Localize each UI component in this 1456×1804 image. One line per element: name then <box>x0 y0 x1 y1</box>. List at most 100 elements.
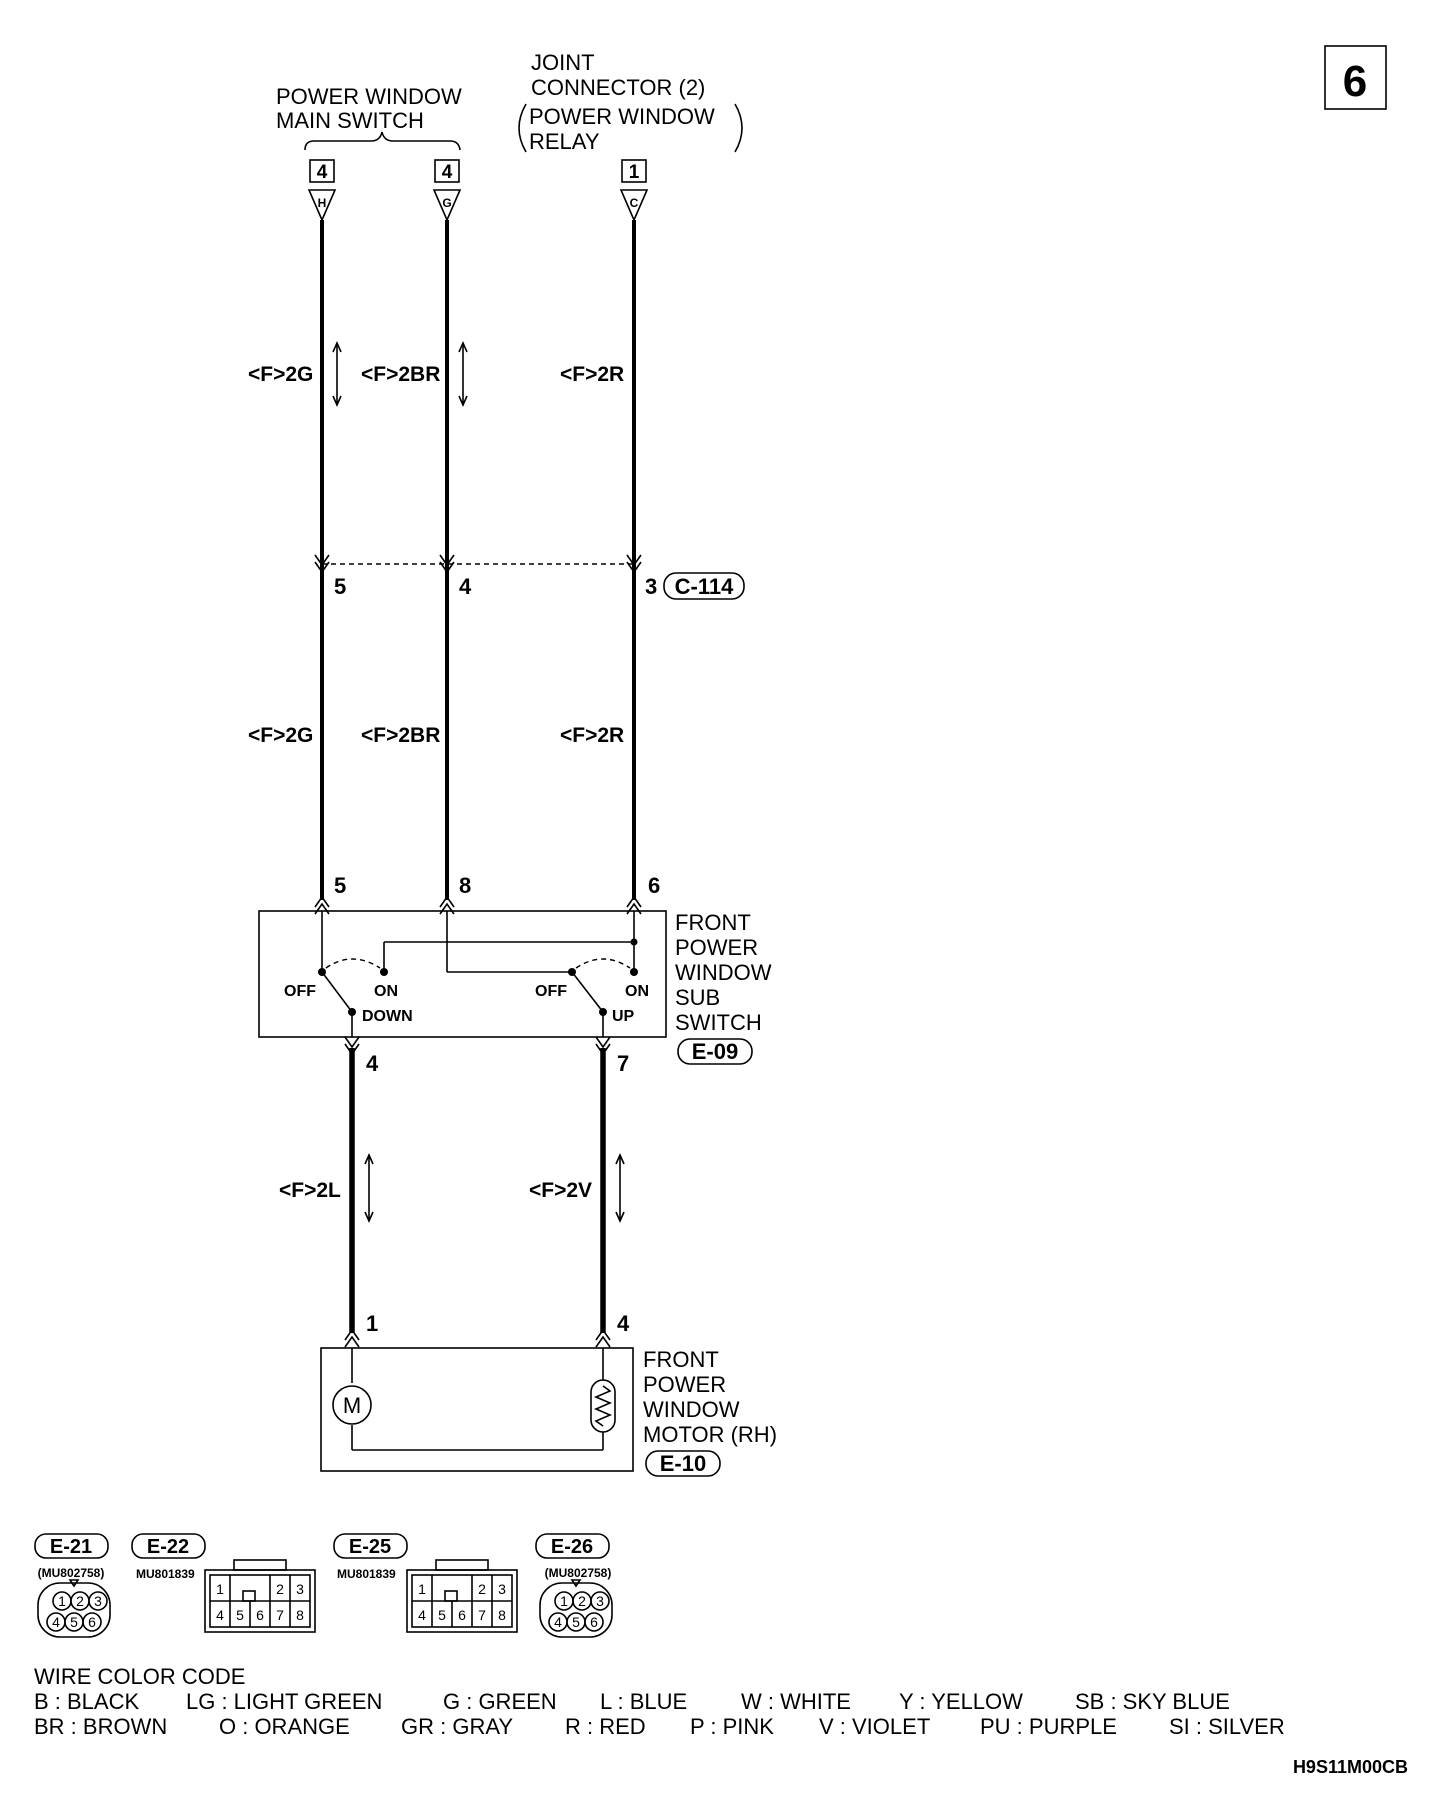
color-code-b: B : BLACK <box>34 1689 139 1714</box>
page-number-box: 6 <box>1324 45 1387 110</box>
double-arrow-upper-mid <box>458 341 468 407</box>
motor-pin-1: 1 <box>366 1311 378 1336</box>
color-code-pu: PU : PURPLE <box>980 1714 1117 1739</box>
main-switch-label-line2: MAIN SWITCH <box>276 108 424 133</box>
wire-label-upper-2br: <F>2BR <box>361 363 440 386</box>
switch-pin-6: 6 <box>648 873 660 898</box>
connector-view-e22: E-22 MU801839 1 2 3 4 5 6 7 8 <box>131 1533 316 1633</box>
switch-bottom-connector-arrows <box>344 1036 611 1056</box>
motor-symbol-letter: M <box>343 1393 361 1418</box>
wire-label-mid-2r: <F>2R <box>560 724 624 747</box>
sub-switch-right-dir: UP <box>612 1008 635 1025</box>
connector-view-e25: E-25 MU801839 1 2 3 4 5 6 7 8 <box>333 1533 518 1633</box>
diagram-code: H9S11M00CB <box>1293 1757 1408 1777</box>
e21-pin-4: 4 <box>52 1614 60 1630</box>
e25-pin-3: 3 <box>498 1581 506 1597</box>
sub-switch-label-line5: SWITCH <box>675 1010 762 1035</box>
connector-e26-id: E-26 <box>551 1536 593 1558</box>
e25-pin-5: 5 <box>438 1607 446 1623</box>
junction-connector-c114: 5 4 3 C-114 <box>314 554 745 600</box>
color-code-si: SI : SILVER <box>1169 1714 1285 1739</box>
e21-pin-2: 2 <box>76 1593 84 1609</box>
wire-label-lower-2v: <F>2V <box>529 1179 592 1202</box>
e22-pin-7: 7 <box>276 1607 284 1623</box>
upper-wires <box>320 220 636 900</box>
terminal-h: 4 H <box>307 159 337 223</box>
main-switch-label-line1: POWER WINDOW <box>276 84 462 109</box>
joint-label-paren-left <box>518 103 527 153</box>
wire-label-mid-2g: <F>2G <box>248 724 313 747</box>
terminal-h-letter: H <box>318 196 327 210</box>
switch-pin-4: 4 <box>366 1051 379 1076</box>
sub-switch-label-line4: SUB <box>675 985 720 1010</box>
connector-e21-part: (MU802758) <box>38 1566 105 1580</box>
motor-label-line2: POWER <box>643 1372 726 1397</box>
e22-pin-5: 5 <box>236 1607 244 1623</box>
page-number: 6 <box>1343 57 1367 106</box>
wire-color-code-title: WIRE COLOR CODE <box>34 1664 245 1689</box>
e25-pin-6: 6 <box>458 1607 466 1623</box>
main-switch-brace <box>304 131 461 151</box>
color-code-g: G : GREEN <box>443 1689 557 1714</box>
terminal-h-number: 4 <box>317 162 328 183</box>
e22-pin-8: 8 <box>296 1607 304 1623</box>
e22-pin-6: 6 <box>256 1607 264 1623</box>
connector-view-e21: E-21 (MU802758) 1 2 3 4 5 6 <box>34 1533 111 1638</box>
motor-box <box>320 1347 634 1472</box>
connector-e22-part: MU801839 <box>136 1567 195 1581</box>
sub-switch-right-off: OFF <box>535 983 567 1000</box>
e22-pin-3: 3 <box>296 1581 304 1597</box>
switch-pin-5: 5 <box>334 873 346 898</box>
connector-e25-id: E-25 <box>349 1536 391 1558</box>
sub-switch-left-off: OFF <box>284 983 316 1000</box>
junction-pin-5: 5 <box>334 574 346 599</box>
motor-label-line1: FRONT <box>643 1347 719 1372</box>
e26-pin-1: 1 <box>560 1593 568 1609</box>
motor-connector-id: E-10 <box>660 1451 706 1476</box>
wire-label-upper-2r: <F>2R <box>560 363 624 386</box>
sub-switch-label-line3: WINDOW <box>675 960 772 985</box>
joint-label-paren-right <box>734 103 743 153</box>
wire-label-upper-2g: <F>2G <box>248 363 313 386</box>
terminal-g-number: 4 <box>442 162 453 183</box>
junction-pin-4: 4 <box>459 574 472 599</box>
junction-pin-3: 3 <box>645 574 657 599</box>
main-switch-label: POWER WINDOW MAIN SWITCH <box>276 84 462 151</box>
sub-switch-label-line1: FRONT <box>675 910 751 935</box>
joint-connector-label: JOINT CONNECTOR (2) POWER WINDOW RELAY <box>518 50 743 154</box>
motor-pin-4: 4 <box>617 1311 630 1336</box>
e26-pin-6: 6 <box>590 1614 598 1630</box>
connector-e26-part: (MU802758) <box>545 1566 612 1580</box>
double-arrow-lower-right <box>615 1153 625 1223</box>
motor-unit: M FRONT POWER WINDOW MOTOR (RH) E-10 <box>320 1347 777 1477</box>
junction-connector-id: C-114 <box>675 574 734 599</box>
e25-pin-7: 7 <box>478 1607 486 1623</box>
sub-switch-left-on: ON <box>374 983 398 1000</box>
sub-switch: OFF ON DOWN OFF ON UP FRONT POWER WINDOW… <box>258 910 772 1065</box>
joint-label-line1: JOINT <box>531 50 595 75</box>
motor-label-line4: MOTOR (RH) <box>643 1422 777 1447</box>
terminal-g-letter: G <box>442 196 451 210</box>
connector-e25-part: MU801839 <box>337 1567 396 1581</box>
sub-switch-connector-id: E-09 <box>692 1039 738 1064</box>
wire-label-lower-2l: <F>2L <box>279 1179 341 1202</box>
e26-pin-4: 4 <box>554 1614 562 1630</box>
e25-pin-8: 8 <box>498 1607 506 1623</box>
joint-label-line3: POWER WINDOW <box>529 104 715 129</box>
color-code-gr: GR : GRAY <box>401 1714 513 1739</box>
wire-label-mid-2br: <F>2BR <box>361 724 440 747</box>
motor-top-connector-arrows <box>344 1328 611 1348</box>
color-code-o: O : ORANGE <box>219 1714 350 1739</box>
e25-pin-1: 1 <box>418 1581 426 1597</box>
switch-pin-8: 8 <box>459 873 471 898</box>
color-code-y: Y : YELLOW <box>899 1689 1023 1714</box>
connector-e21-id: E-21 <box>50 1536 92 1558</box>
joint-label-line4: RELAY <box>529 129 600 154</box>
color-code-v: V : VIOLET <box>819 1714 930 1739</box>
joint-label-line2: CONNECTOR (2) <box>531 75 705 100</box>
e25-pin-2: 2 <box>478 1581 486 1597</box>
sub-switch-label-line2: POWER <box>675 935 758 960</box>
color-code-sb: SB : SKY BLUE <box>1075 1689 1230 1714</box>
sub-switch-left-dir: DOWN <box>362 1008 413 1025</box>
